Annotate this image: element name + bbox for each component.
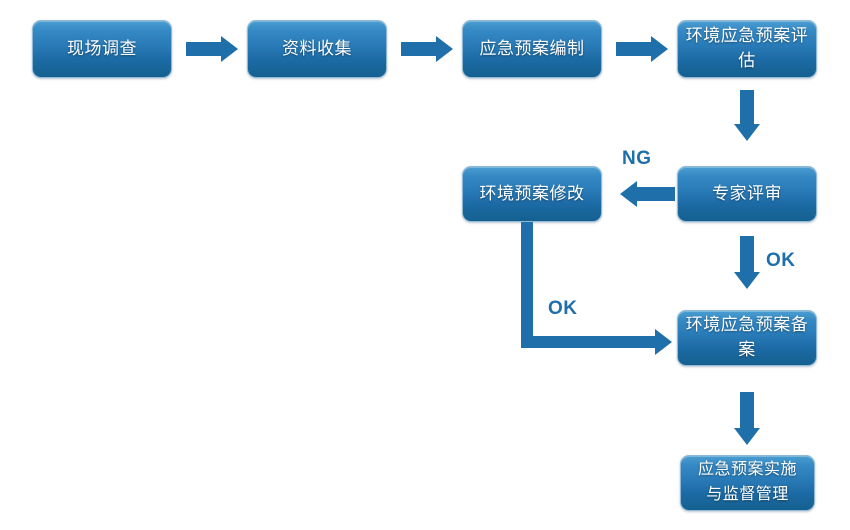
node-label-line1: 应急预案实施 [697, 461, 797, 479]
node-plan-implementation[interactable]: 应急预案实施 与监督管理 [680, 455, 815, 511]
edge-label-ok-review: OK [766, 250, 796, 271]
node-expert-review[interactable]: 专家评审 [677, 166, 817, 222]
node-label: 环境预案修改 [479, 183, 585, 203]
node-plan-filing[interactable]: 环境应急预案备案 [677, 310, 817, 366]
node-plan-revision[interactable]: 环境预案修改 [462, 166, 602, 222]
node-plan-drafting[interactable]: 应急预案编制 [462, 20, 602, 78]
edge-label-ng: NG [622, 148, 652, 169]
node-label-line2: 与监督管理 [706, 486, 789, 503]
node-label: 现场调查 [67, 38, 137, 58]
node-plan-assessment[interactable]: 环境应急预案评估 [677, 20, 817, 78]
edge-label-ok-revision: OK [548, 298, 578, 319]
node-label: 资料收集 [282, 38, 352, 58]
node-label: 环境应急预案备案 [685, 315, 809, 359]
node-label: 环境应急预案评估 [685, 26, 809, 70]
node-label: 专家评审 [712, 183, 782, 203]
node-data-collection[interactable]: 资料收集 [247, 20, 387, 78]
node-label: 应急预案编制 [479, 38, 585, 58]
node-site-investigation[interactable]: 现场调查 [32, 20, 172, 78]
